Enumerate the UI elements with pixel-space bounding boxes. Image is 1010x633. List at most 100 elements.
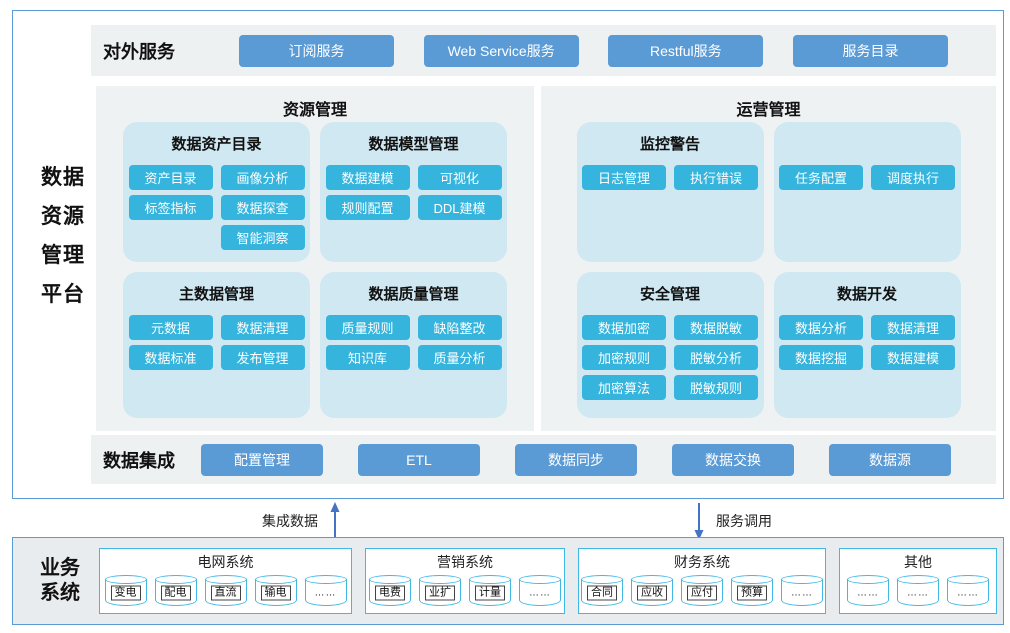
database-label: …… (526, 586, 554, 600)
database-label: 变电 (110, 585, 141, 601)
up-arrow-icon (330, 502, 340, 539)
database-label: 合同 (587, 585, 617, 601)
feature-button[interactable]: 数据加密 (582, 315, 666, 340)
resource-mgmt-title: 资源管理 (282, 102, 347, 119)
feature-button[interactable]: 数据建模 (871, 345, 955, 370)
feature-button[interactable]: 可视化 (417, 165, 502, 190)
feature-button[interactable]: 知识库 (325, 345, 410, 370)
operation-mgmt-title: 运营管理 (736, 102, 801, 119)
box-title (774, 122, 961, 160)
feature-button[interactable]: 规则配置 (325, 195, 410, 220)
feature-button[interactable]: 质量分析 (417, 345, 502, 370)
box-buttons: 质量规则缺陷整改知识库质量分析 (320, 315, 507, 370)
feature-button[interactable]: 数据标准 (128, 345, 213, 370)
feature-button[interactable]: 标签指标 (128, 195, 213, 220)
feature-button[interactable]: 数据探查 (220, 195, 305, 220)
feature-button[interactable]: 缺陷整改 (417, 315, 502, 340)
group-marketing-system: 营销系统 电费业扩计量…… (365, 548, 565, 614)
database-cylinder-icon: …… (781, 575, 823, 606)
operation-mgmt-panel: 运营管理 监控警告 日志管理执行错误 任务配置调度执行 安全管理 数据加密数据脱… (541, 86, 996, 431)
business-systems-container: 业务 系统 电网系统 变电配电直流输电…… 营销系统 电费业扩计量…… 财务系统… (12, 537, 1004, 625)
database-label: 输电 (260, 585, 291, 601)
external-services-label: 对外服务 (103, 41, 175, 62)
database-label: 预算 (737, 585, 767, 601)
feature-button[interactable]: 日志管理 (582, 165, 666, 190)
config-mgmt-button[interactable]: 配置管理 (201, 443, 323, 476)
box-buttons: 元数据数据清理数据标准发布管理 (123, 315, 310, 370)
feature-button[interactable]: DDL建模 (417, 195, 502, 220)
box-task-scheduling: 任务配置调度执行 (773, 122, 961, 262)
database-cylinder-icon: 电费 (369, 575, 411, 606)
feature-button[interactable]: 数据分析 (779, 315, 863, 340)
database-cylinder-icon: 应付 (681, 575, 723, 606)
group-title: 其他 (904, 554, 932, 570)
feature-button[interactable]: 加密算法 (582, 375, 666, 400)
database-cylinder-icon: …… (847, 575, 889, 606)
box-title: 数据开发 (836, 286, 897, 303)
feature-button[interactable]: 智能洞察 (220, 225, 305, 250)
database-cylinder-icon: 业扩 (419, 575, 461, 606)
feature-button[interactable]: 调度执行 (871, 165, 955, 190)
group-finance-system: 财务系统 合同应收应付预算…… (578, 548, 826, 614)
feature-button[interactable]: 质量规则 (325, 315, 410, 340)
feature-button[interactable]: 数据建模 (325, 165, 410, 190)
resource-mgmt-panel: 资源管理 数据资产目录 资产目录画像分析标签指标数据探查智能洞察 数据模型管理 … (96, 86, 534, 431)
database-cylinder-icon: 预算 (731, 575, 773, 606)
service-catalog-button[interactable]: 服务目录 (792, 34, 948, 67)
box-buttons: 任务配置调度执行 (774, 165, 961, 190)
subscription-service-button[interactable]: 订阅服务 (239, 34, 394, 67)
database-label: …… (311, 586, 340, 600)
feature-button[interactable]: 执行错误 (674, 165, 758, 190)
database-label: 应收 (637, 585, 667, 601)
business-systems-title-line: 系统 (40, 582, 80, 604)
data-sync-button[interactable]: 数据同步 (515, 443, 637, 476)
box-monitoring-alert: 监控警告 日志管理执行错误 (576, 122, 764, 262)
group-title: 营销系统 (437, 554, 493, 570)
group-title: 电网系统 (197, 554, 254, 570)
box-master-data-mgmt: 主数据管理 元数据数据清理数据标准发布管理 (123, 272, 310, 418)
data-integration-band: 数据集成 配置管理 ETL 数据同步 数据交换 数据源 (91, 435, 996, 484)
feature-button[interactable]: 画像分析 (220, 165, 305, 190)
database-label: 电费 (375, 585, 405, 601)
database-cylinder-icon: …… (947, 575, 989, 606)
feature-button[interactable]: 数据清理 (871, 315, 955, 340)
database-cylinder-icon: 直流 (204, 575, 247, 606)
database-cylinder-icon: 配电 (154, 575, 197, 606)
feature-button[interactable]: 脱敏分析 (674, 345, 758, 370)
service-call-flow: 服务调用 (692, 502, 772, 540)
feature-button[interactable]: 资产目录 (128, 165, 213, 190)
database-label: …… (954, 586, 982, 600)
box-data-development: 数据开发 数据分析数据清理数据挖掘数据建模 (773, 272, 961, 418)
database-label: 应付 (687, 585, 717, 601)
external-services-band: 对外服务 订阅服务 Web Service服务 Restful服务 服务目录 (91, 25, 996, 76)
box-buttons: 数据建模可视化规则配置 DDL建模 (320, 165, 507, 220)
group-databases: 电费业扩计量…… (366, 575, 564, 606)
etl-button[interactable]: ETL (358, 443, 480, 476)
database-label: 业扩 (425, 585, 455, 601)
feature-button[interactable]: 脱敏规则 (674, 375, 758, 400)
external-services-buttons: 订阅服务 Web Service服务 Restful服务 服务目录 (239, 34, 948, 67)
database-label: …… (788, 586, 816, 600)
service-call-flow-label: 服务调用 (716, 513, 772, 529)
restful-service-button[interactable]: Restful服务 (608, 34, 764, 67)
down-arrow-icon (694, 503, 704, 540)
feature-button[interactable]: 加密规则 (582, 345, 666, 370)
platform-title-line: 平台 (41, 282, 85, 306)
data-source-button[interactable]: 数据源 (829, 443, 951, 476)
database-cylinder-icon: …… (519, 575, 561, 606)
platform-title-line: 管理 (41, 243, 85, 267)
data-exchange-button[interactable]: 数据交换 (672, 443, 794, 476)
group-grid-system: 电网系统 变电配电直流输电 …… (99, 548, 352, 614)
box-title: 监控警告 (639, 136, 700, 153)
feature-button[interactable]: 数据清理 (220, 315, 305, 340)
feature-button[interactable]: 数据挖掘 (779, 345, 863, 370)
data-integration-buttons: 配置管理 ETL 数据同步 数据交换 数据源 (201, 443, 951, 476)
box-data-asset-catalog: 数据资产目录 资产目录画像分析标签指标数据探查智能洞察 (123, 122, 310, 262)
group-other-systems: 其他 ……………… (839, 548, 997, 614)
feature-button[interactable]: 数据脱敏 (674, 315, 758, 340)
feature-button[interactable]: 任务配置 (779, 165, 863, 190)
web-service-button[interactable]: Web Service服务 (423, 34, 579, 67)
feature-button[interactable]: 元数据 (128, 315, 213, 340)
feature-button[interactable]: 发布管理 (220, 345, 305, 370)
